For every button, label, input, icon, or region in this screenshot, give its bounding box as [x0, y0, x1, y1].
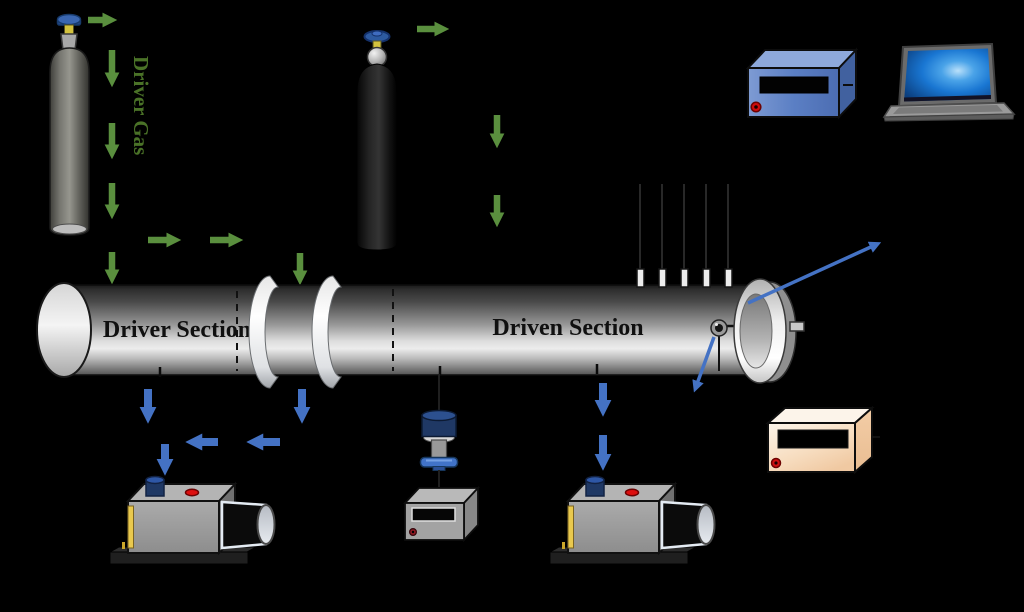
- gauge-controller: [402, 485, 481, 543]
- laptop: [882, 42, 1016, 122]
- daq-top-face: [745, 49, 859, 69]
- driver-section-label: Driver Section: [103, 317, 251, 343]
- signal-readout-unit: [765, 405, 880, 475]
- gauge-flange: [419, 456, 459, 468]
- diaphragm-flange-left: [248, 275, 279, 389]
- gas-flow-arrows: [88, 12, 505, 286]
- tube-body: [63, 284, 761, 376]
- diaphragm-flange-right: [311, 275, 342, 389]
- driven-section-label: Driven Section: [492, 315, 643, 341]
- sensor-signal-arrow: [692, 336, 716, 393]
- daq-counter-unit: [745, 47, 859, 120]
- cylinder-foot: [52, 223, 87, 235]
- readout-display: [777, 429, 849, 449]
- cylinder-handwheel-hub: [371, 30, 383, 37]
- sensor-cables: [639, 184, 729, 270]
- laptop-screen: [904, 48, 991, 102]
- sensor-signal-arrow: [747, 241, 882, 305]
- driver-gas-label: Driver Gas: [129, 56, 153, 155]
- cylinder-body: [49, 47, 90, 236]
- laptop-front-edge: [883, 113, 1015, 122]
- cylinder-cap: [56, 13, 82, 26]
- pressure-port: [702, 268, 711, 288]
- gauge-stem: [430, 439, 448, 459]
- pressure-ports: [636, 268, 733, 288]
- end-flange-stub: [789, 321, 805, 332]
- sensor-core: [715, 324, 723, 332]
- daq-display: [759, 76, 829, 94]
- sensor-highlight: [715, 323, 718, 326]
- readout-power-button-core: [774, 461, 778, 465]
- end-flange-recess: [739, 293, 773, 369]
- vacuum-gauge: [419, 374, 459, 487]
- controller-power-button-core: [411, 530, 415, 534]
- laptop-taskbar: [904, 95, 991, 102]
- controller-display: [411, 507, 456, 522]
- laptop-keyboard: [893, 105, 1003, 114]
- driver-gas-cylinder: [49, 13, 90, 236]
- shock-tube: Driver Section Driven Section: [36, 268, 805, 389]
- driven-gas-cylinder: [356, 30, 398, 251]
- pressure-port: [724, 268, 733, 288]
- pressure-port: [636, 268, 645, 288]
- daq-power-button-core: [754, 105, 758, 109]
- pressure-port: [658, 268, 667, 288]
- gauge-head-top: [421, 409, 457, 422]
- tube-end-flange: [733, 278, 805, 384]
- pressure-port: [680, 268, 689, 288]
- tube-left-endcap: [36, 282, 92, 378]
- gauge-flange-tab: [432, 466, 446, 471]
- vacuum-flow-arrows: [139, 241, 882, 476]
- cylinder-body: [356, 63, 398, 251]
